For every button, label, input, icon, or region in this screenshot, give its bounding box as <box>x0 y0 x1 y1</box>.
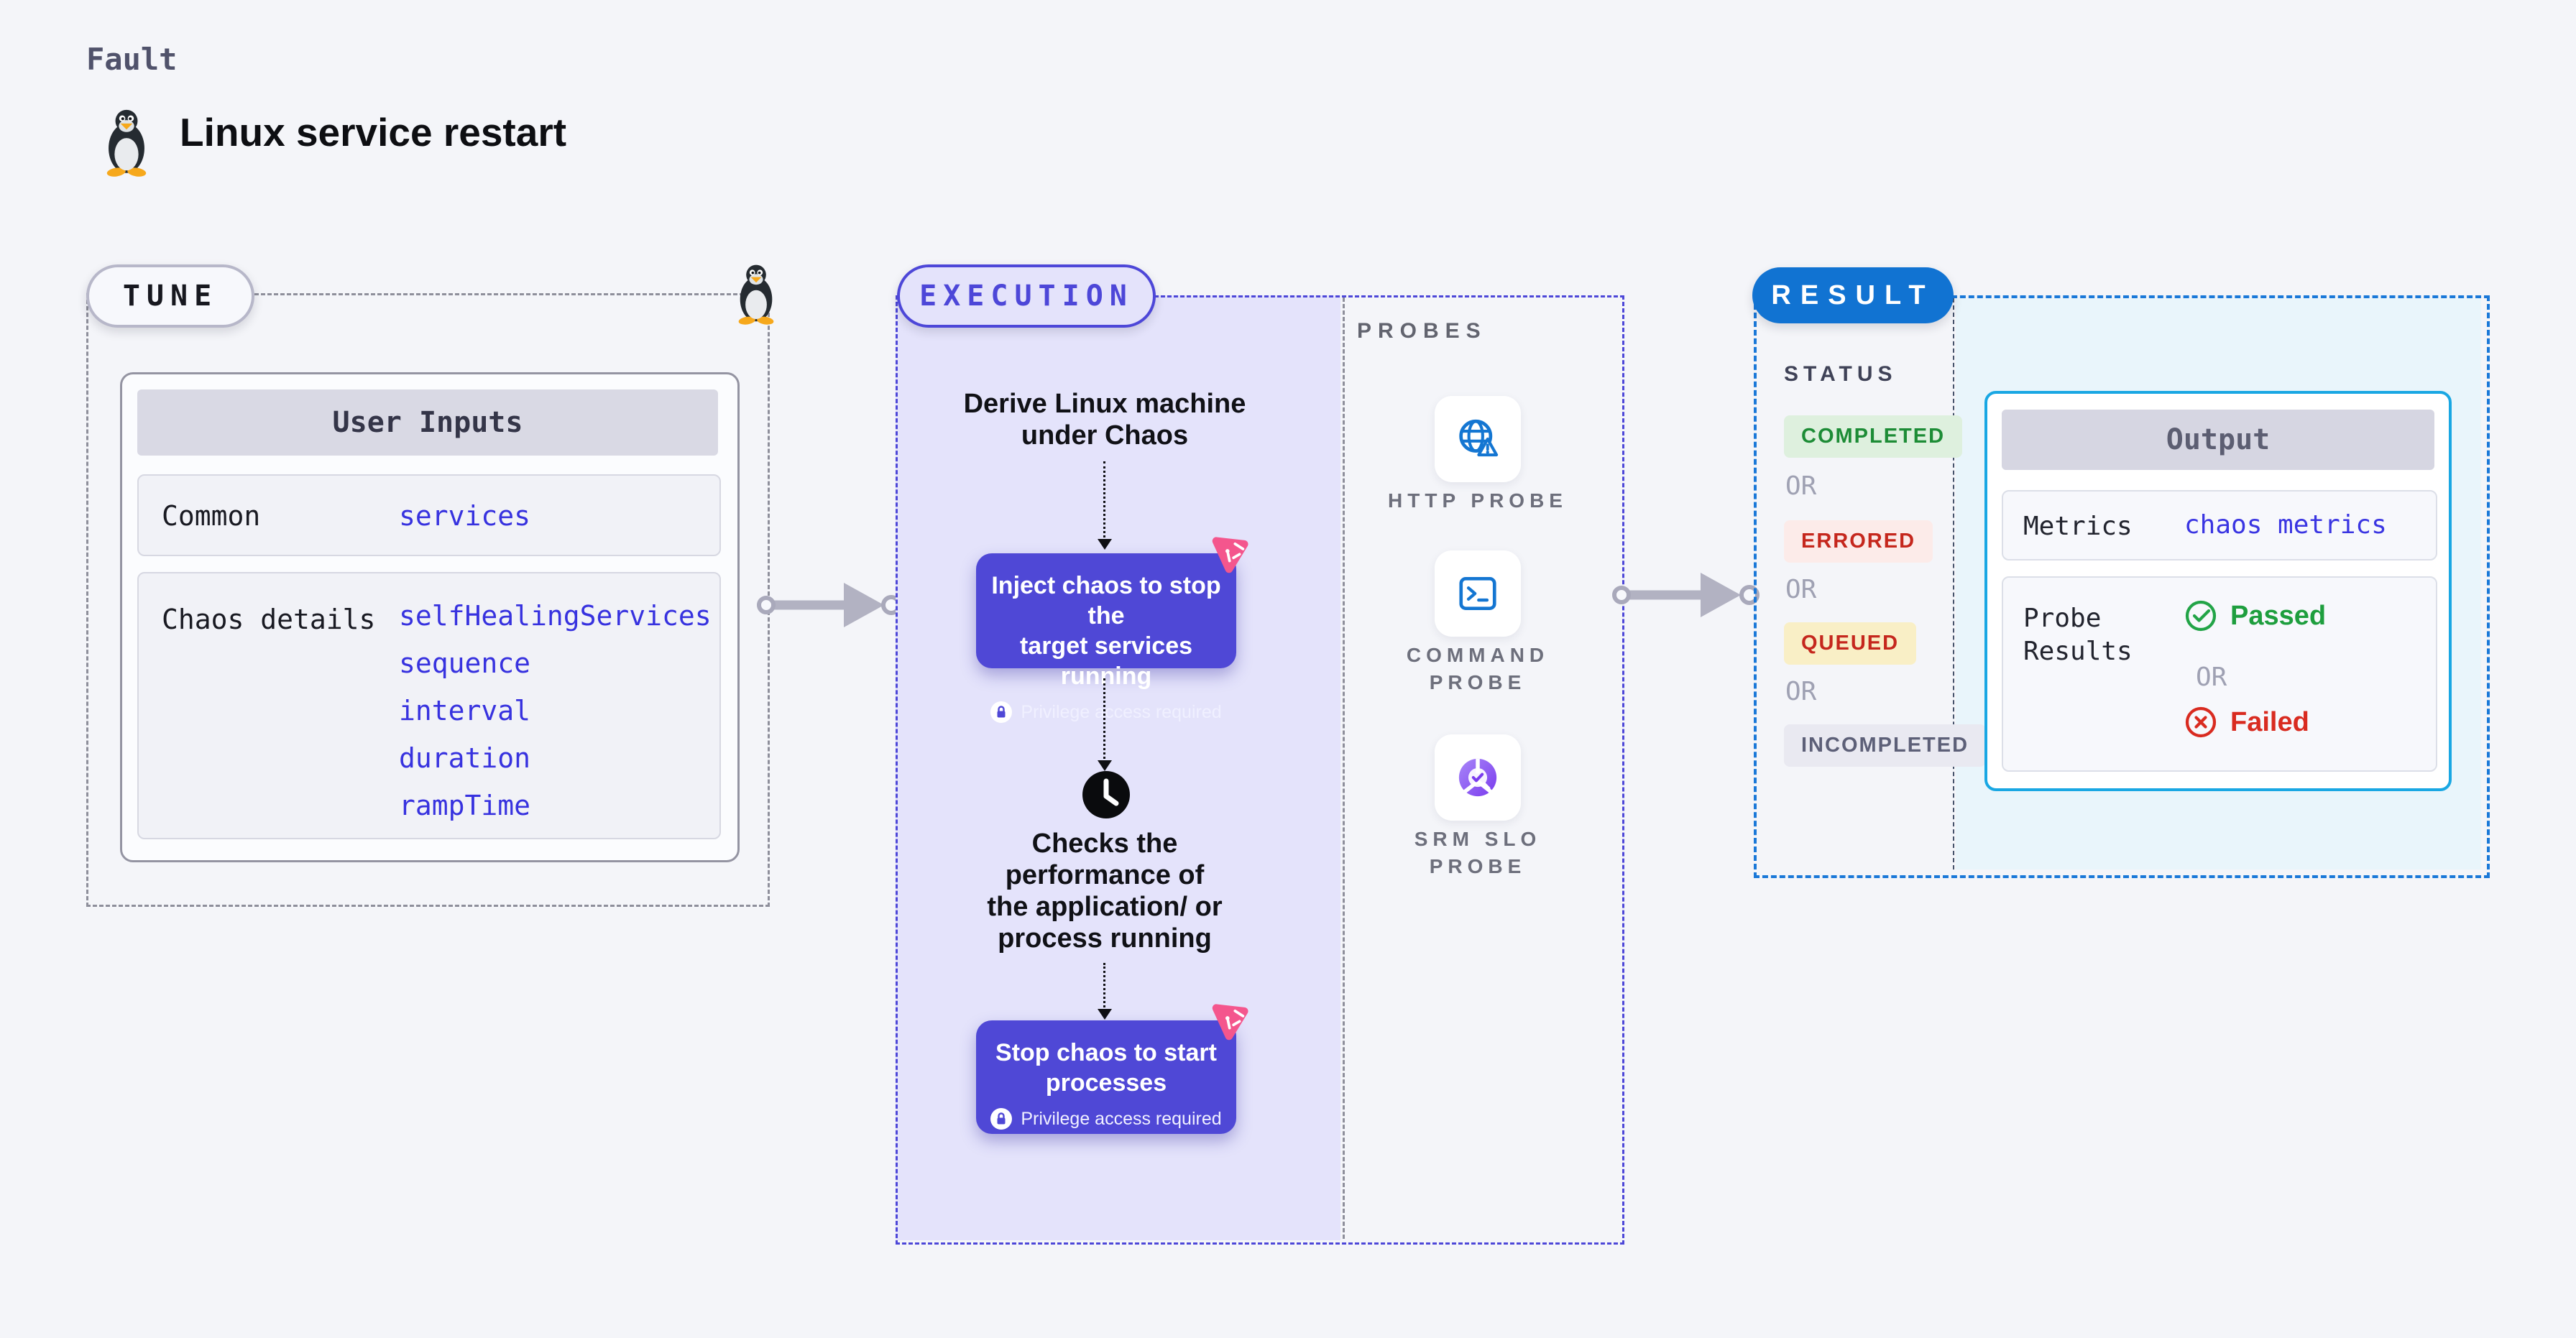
failed-result: Failed <box>2184 706 2309 739</box>
result-section-frame <box>1754 295 2490 878</box>
passed-result: Passed <box>2184 599 2326 632</box>
inject-chaos-title: Inject chaos to stop the target services… <box>991 572 1221 690</box>
probe-results-row: Probe Results Passed OR Failed <box>2002 576 2437 772</box>
status-badge-errored: ERRORED <box>1784 520 1933 563</box>
probes-title: PROBES <box>1357 319 1487 343</box>
result-section-pill: RESULT <box>1752 267 1954 323</box>
probes-panel-divider <box>1343 297 1345 1239</box>
lock-icon <box>990 701 1013 723</box>
inject-chaos-step: Inject chaos to stop the target services… <box>976 553 1236 723</box>
probe-results-label: Probe Results <box>2023 604 2133 666</box>
clock-icon <box>1082 771 1130 818</box>
chaos-fault-badge-icon <box>1212 537 1248 573</box>
page-title: Linux service restart <box>180 110 567 154</box>
status-badge-completed: COMPLETED <box>1784 415 1963 458</box>
status-title: STATUS <box>1784 362 1898 386</box>
flow-connector <box>1103 678 1105 759</box>
flow-connector <box>1103 963 1105 1007</box>
output-or: OR <box>2196 663 2227 692</box>
row-value: services <box>399 500 531 532</box>
derive-step-text: Derive Linux machine under Chaos <box>963 389 1246 451</box>
stop-chaos-step: Stop chaos to start processes Privilege … <box>976 1020 1236 1134</box>
check-circle-icon <box>2185 600 2217 632</box>
execution-section-frame <box>896 295 1624 1245</box>
probe-label: SRM SLO PROBE <box>1414 828 1542 877</box>
probe-label: HTTP PROBE <box>1388 489 1568 512</box>
globe-alert-icon <box>1459 419 1499 457</box>
probe-label: COMMAND PROBE <box>1406 644 1550 693</box>
user-inputs-header: User Inputs <box>137 389 718 456</box>
srm-slo-probe-card <box>1435 734 1521 821</box>
metrics-row: Metrics chaos metrics <box>2002 490 2437 560</box>
terminal-icon <box>1459 577 1496 610</box>
chaos-fault-badge-icon <box>1212 1004 1248 1041</box>
output-card: Output Metrics chaos metrics Probe Resul… <box>1984 391 2452 791</box>
privilege-note: Privilege access required <box>976 701 1236 723</box>
tux-penguin-icon <box>106 109 147 177</box>
arrow-tune-to-execution <box>757 583 901 627</box>
checks-step-text: Checks the performance of the applicatio… <box>987 829 1223 954</box>
lock-icon <box>990 1108 1013 1130</box>
row-values: selfHealingServices sequence interval du… <box>399 600 712 821</box>
status-badge-queued: QUEUED <box>1784 622 1917 665</box>
command-probe-card <box>1435 550 1521 637</box>
execution-section-pill: EXECUTION <box>897 264 1156 328</box>
status-or: OR <box>1785 471 1817 501</box>
status-or: OR <box>1785 575 1817 604</box>
row-label: Common <box>162 500 261 532</box>
metrics-label: Metrics <box>2023 512 2133 541</box>
tux-penguin-icon <box>738 264 774 325</box>
flow-arrowhead-icon <box>1098 760 1112 771</box>
slo-donut-icon <box>1458 758 1497 797</box>
x-circle-icon <box>2185 706 2217 738</box>
flow-arrowhead-icon <box>1098 1009 1112 1020</box>
output-header: Output <box>2002 410 2434 470</box>
stop-chaos-title: Stop chaos to start processes <box>995 1039 1217 1097</box>
flow-arrowhead-icon <box>1098 539 1112 550</box>
fault-kicker: Fault <box>86 42 178 77</box>
arrow-execution-to-result <box>1612 573 1760 617</box>
user-input-row-chaos-details: Chaos details selfHealingServices sequen… <box>137 572 721 839</box>
user-input-row-common: Common services <box>137 474 721 556</box>
status-or: OR <box>1785 677 1817 706</box>
flow-connector <box>1103 461 1105 537</box>
status-badge-incompleted: INCOMPLETED <box>1784 724 1987 767</box>
http-probe-card <box>1435 396 1521 482</box>
metrics-value: chaos metrics <box>2184 510 2387 540</box>
tune-section-pill: TUNE <box>86 264 254 328</box>
result-panel-divider <box>1953 298 1954 869</box>
privilege-note: Privilege access required <box>976 1108 1236 1130</box>
row-label: Chaos details <box>162 604 376 635</box>
